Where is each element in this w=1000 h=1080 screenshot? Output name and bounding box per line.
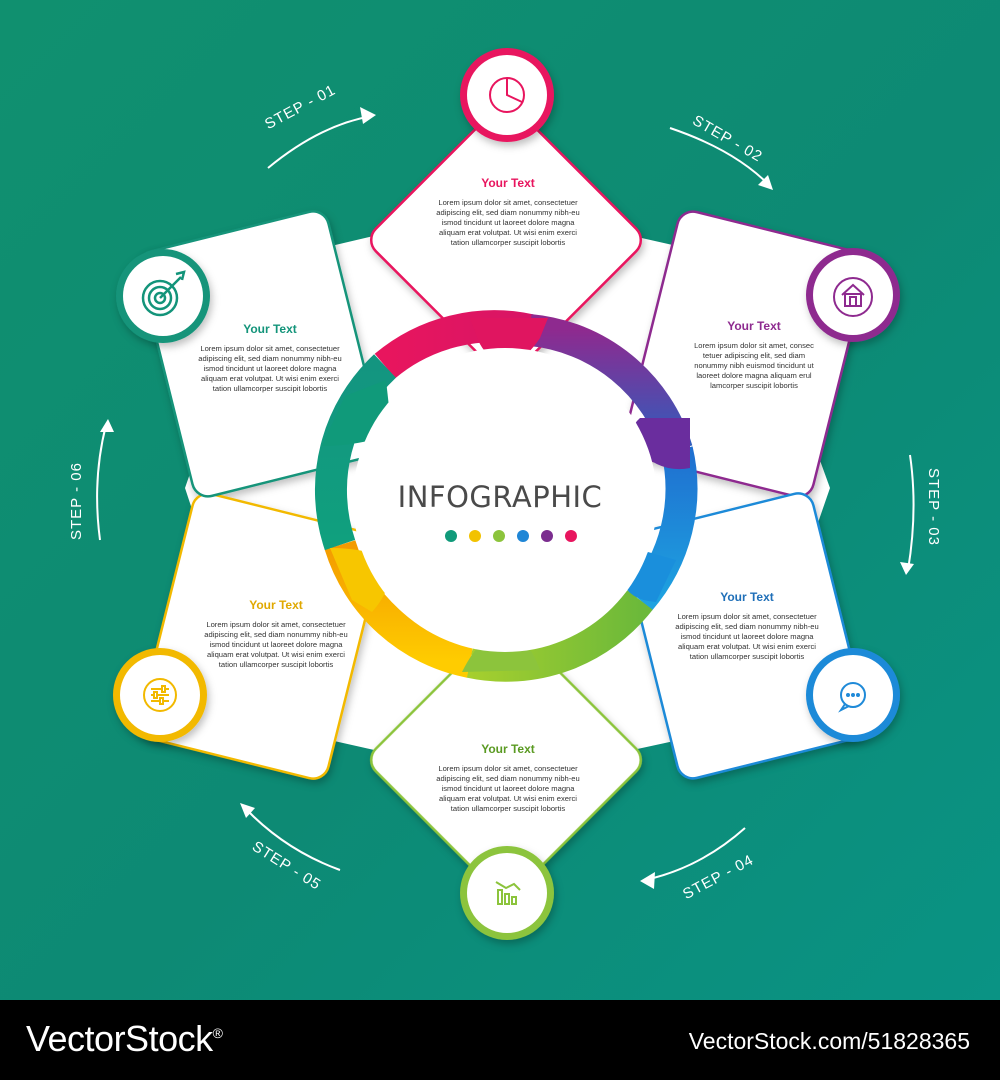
card-step-01 [369, 103, 643, 377]
card-text-step-04: Your Text Lorem ipsum dolor sit amet, co… [408, 742, 608, 814]
card-body-line: tation ullamcorper suscipit lobortis [212, 384, 328, 393]
card-body-line: laoreet dolore magna aliquam erul [696, 371, 812, 380]
chart-icon [495, 881, 521, 905]
step-label-03: STEP - 03 [925, 468, 942, 546]
card-body: Lorem ipsum dolor sit amet, consectetuer… [170, 344, 370, 394]
brand-mark: ® [212, 1025, 223, 1041]
footer-brand: VectorStock® [26, 1018, 223, 1060]
card-body-line: ismod tincidunt ut laoreet dolore magna [680, 632, 814, 641]
card-text-step-06: Your Text Lorem ipsum dolor sit amet, co… [170, 322, 370, 394]
card-body-line: tation ullamcorper suscipit lobortis [450, 804, 566, 813]
step-06-arrowhead [100, 419, 114, 432]
chat-icon [838, 682, 866, 713]
card-body-line: tation ullamcorper suscipit lobortis [689, 652, 805, 661]
card-body-line: Lorem ipsum dolor sit amet, consectetuer [200, 344, 340, 353]
step-02-arrowhead [758, 175, 773, 190]
card-text-step-01: Your Text Lorem ipsum dolor sit amet, co… [408, 176, 608, 248]
card-body-line: adipiscing elit, sed diam nonummy nibh-e… [204, 630, 348, 639]
card-body-line: aliquam erat volutpat. Ut wisi enim exer… [438, 228, 577, 237]
target-icon [141, 270, 186, 317]
card-body-line: tation ullamcorper suscipit lobortis [218, 660, 334, 669]
card-body-line: Lorem ipsum dolor sit amet, consectetuer [438, 198, 578, 207]
center-circle [353, 348, 657, 652]
card-body-line: adipiscing elit, sed diam nonummy nibh-e… [436, 774, 580, 783]
card-body-line: ismod tincidunt ut laoreet dolore magna [441, 784, 575, 793]
step-01-arrow [267, 115, 373, 169]
card-body-line: adipiscing elit, sed diam nonummy nibh-e… [198, 354, 342, 363]
ring-tip-03 [622, 552, 676, 602]
card-text-step-05: Your Text Lorem ipsum dolor sit amet, co… [176, 598, 376, 670]
card-title: Your Text [720, 590, 774, 604]
card-body-line: aliquam erat volutpat. Ut wisi enim exer… [200, 374, 339, 383]
step-02-arrow [669, 127, 771, 187]
card-body-line: nonummy nibh euismod tincidunt ut [694, 361, 814, 370]
color-dots [445, 530, 585, 544]
card-body-line: Lorem ipsum dolor sit amet, consectetuer [438, 764, 578, 773]
color-dot [469, 530, 481, 542]
icon-badges [113, 48, 900, 940]
infographic-diagram [96, 48, 915, 940]
pie-chart-icon [489, 77, 525, 113]
card-body-line: ismod tincidunt ut laoreet dolore magna [209, 640, 343, 649]
card-body: Lorem ipsum dolor sit amet, consec tetue… [654, 341, 854, 391]
card-text-step-02: Your Text Lorem ipsum dolor sit amet, co… [654, 319, 854, 391]
watermark-footer: VectorStock® VectorStock.com/51828365 [0, 1000, 1000, 1080]
color-dot [541, 530, 553, 542]
infographic-canvas: Your Text Lorem ipsum dolor sit amet, co… [0, 0, 1000, 1000]
card-body-line: lamcorper suscipit lobortis [710, 381, 798, 390]
card-body: Lorem ipsum dolor sit amet, consectetuer… [408, 764, 608, 814]
footer-url: VectorStock.com/51828365 [688, 1028, 970, 1054]
card-title: Your Text [727, 319, 781, 333]
card-title: Your Text [243, 322, 297, 336]
step-04-arrow [644, 827, 746, 881]
card-step-03 [622, 492, 869, 780]
card-step-04 [369, 623, 643, 897]
brand-name: VectorStock [26, 1018, 213, 1059]
card-body-line: aliquam erat volutpat. Ut wisi enim exer… [206, 650, 345, 659]
card-body-line: ismod tincidunt ut laoreet dolore magna [441, 218, 575, 227]
step-06-arrow [96, 424, 107, 541]
step-03-arrow [907, 454, 915, 571]
card-body-line: aliquam erat volutpat. Ut wisi enim exer… [677, 642, 816, 651]
ring-segment-06 [314, 354, 397, 551]
card-title: Your Text [249, 598, 303, 612]
step-04-arrowhead [640, 872, 655, 889]
card-body-line: Lorem ipsum dolor sit amet, consectetuer [206, 620, 346, 629]
color-dot [517, 530, 529, 542]
color-dot [445, 530, 457, 542]
step-05-arrowhead [240, 803, 255, 818]
house-icon [833, 277, 873, 317]
step-label-06: STEP - 06 [68, 462, 85, 540]
card-text-step-03: Your Text Lorem ipsum dolor sit amet, co… [647, 590, 847, 662]
card-title: Your Text [481, 176, 535, 190]
sliders-icon [143, 678, 177, 712]
card-body-line: adipiscing elit, sed diam nonummy nibh-e… [436, 208, 580, 217]
card-body: Lorem ipsum dolor sit amet, consectetuer… [176, 620, 376, 670]
card-body-line: ismod tincidunt ut laoreet dolore magna [203, 364, 337, 373]
step-03-arrowhead [900, 562, 914, 575]
step-arrows [96, 107, 915, 889]
step-01-arrowhead [360, 107, 376, 124]
card-body: Lorem ipsum dolor sit amet, consectetuer… [647, 612, 847, 662]
color-dot [565, 530, 577, 542]
card-body-line: Lorem ipsum dolor sit amet, consectetuer [677, 612, 817, 621]
center-title: INFOGRAPHIC [397, 480, 603, 514]
card-title: Your Text [481, 742, 535, 756]
card-body-line: tation ullamcorper suscipit lobortis [450, 238, 566, 247]
card-body-line: tetuer adipiscing elit, sed diam [702, 351, 806, 360]
card-body: Lorem ipsum dolor sit amet, consectetuer… [408, 198, 608, 248]
card-body-line: aliquam erat volutpat. Ut wisi enim exer… [438, 794, 577, 803]
cards-layer [137, 103, 869, 897]
card-body-line: adipiscing elit, sed diam nonummy nibh-e… [675, 622, 819, 631]
step-05-arrow [244, 807, 341, 871]
card-body-line: Lorem ipsum dolor sit amet, consec [694, 341, 814, 350]
color-dot [493, 530, 505, 542]
